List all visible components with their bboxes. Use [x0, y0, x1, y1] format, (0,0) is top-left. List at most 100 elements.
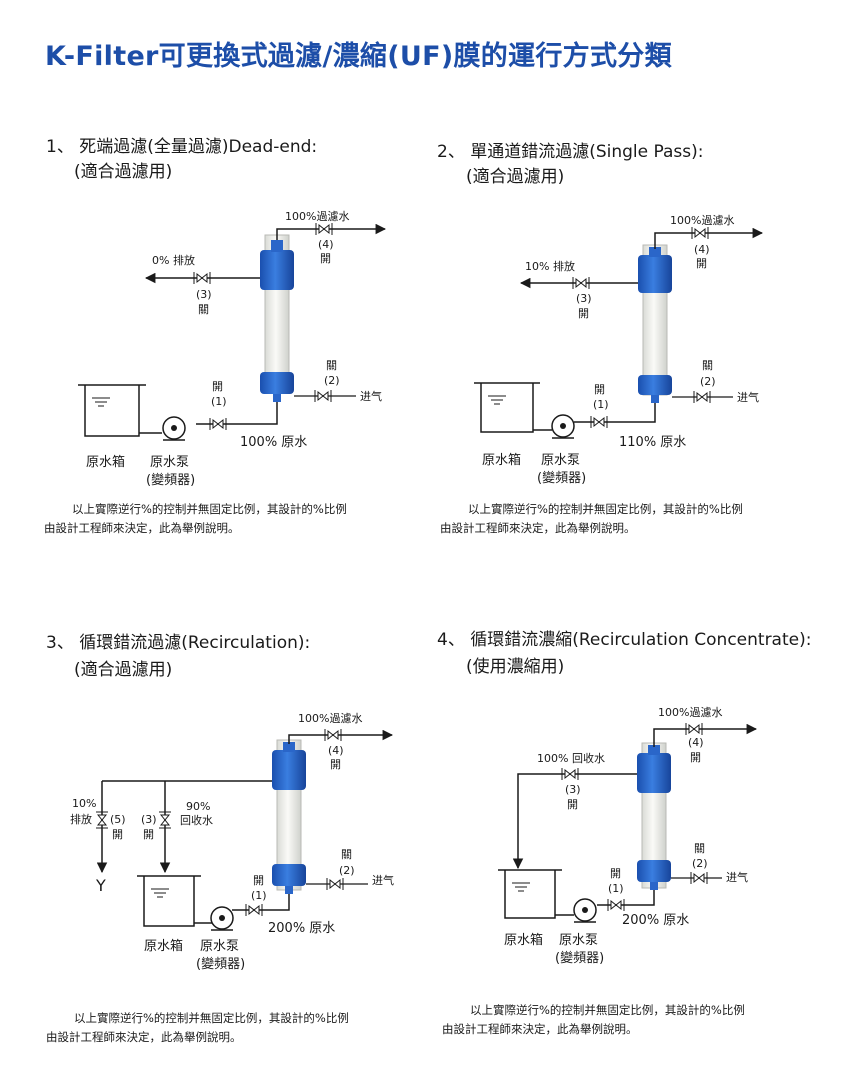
valve-3-number: (3)	[565, 783, 581, 796]
feed-label: 200% 原水	[622, 913, 689, 928]
valve-5-state: 開	[112, 828, 123, 841]
section-1-note-line2: 由設計工程師來決定，此為舉例說明。	[44, 521, 240, 535]
valve-1[interactable]	[590, 416, 608, 428]
valve-1[interactable]	[209, 418, 227, 430]
diagram-single-pass: 100%過濾水 (4) 開 10% 排放 (3) 開 關 (2) 进气 開 (1…	[474, 213, 764, 486]
filtrate-label: 100%過濾水	[670, 213, 734, 227]
tank-label: 原水箱	[504, 932, 543, 948]
pump-sublabel: (變頻器)	[146, 472, 195, 488]
pump-sublabel: (變頻器)	[196, 956, 245, 972]
uf-membrane	[637, 742, 671, 890]
valve-3[interactable]	[561, 768, 579, 780]
pump-label: 原水泵	[150, 455, 189, 470]
valve-3-number: (3)	[141, 813, 157, 826]
valve-3-number: (3)	[196, 288, 212, 301]
section-2-subheading: (適合過濾用)	[466, 167, 565, 187]
filtrate-label: 100%過濾水	[658, 705, 722, 719]
valve-5[interactable]	[96, 811, 108, 829]
filtrate-line	[288, 729, 394, 744]
valve-4[interactable]	[691, 227, 709, 239]
section-4-note-line2: 由設計工程師來決定，此為舉例說明。	[442, 1022, 638, 1036]
filtrate-line	[653, 723, 758, 747]
feed-line	[597, 890, 655, 906]
pump-sublabel: (變頻器)	[537, 470, 586, 486]
filtrate-line	[276, 223, 387, 240]
valve-4-state: 開	[696, 257, 707, 270]
drain-label: 排放	[70, 812, 92, 826]
valve-4-number: (4)	[688, 736, 704, 749]
recycle-percent: 90%	[186, 800, 210, 813]
valve-2-number: (2)	[700, 375, 716, 388]
valve-2-state: 關	[702, 359, 713, 372]
valve-3[interactable]	[572, 277, 590, 289]
air-label: 进气	[372, 873, 394, 887]
valve-2-state: 關	[326, 359, 337, 372]
drain-label: 10% 排放	[525, 259, 575, 273]
valve-1[interactable]	[245, 904, 263, 916]
drain-percent: 10%	[72, 797, 96, 810]
pump-label: 原水泵	[559, 933, 598, 948]
valve-1-state: 開	[594, 383, 605, 396]
filtrate-line	[654, 227, 764, 249]
pump-label: 原水泵	[200, 939, 239, 954]
feed-label: 100% 原水	[240, 435, 307, 450]
raw-water-tank	[137, 875, 201, 927]
uf-membrane	[638, 244, 672, 403]
diagram-dead-end: 100%過濾水 (4) 開 0% 排放 (3) 關 關 (2) 进气 開 (1)…	[78, 209, 387, 488]
valve-1-number: (1)	[608, 882, 624, 895]
section-2-note-line1: 以上實際逆行%的控制并無固定比例，其設計的%比例	[468, 502, 743, 516]
valve-2-number: (2)	[324, 374, 340, 387]
valve-3[interactable]	[159, 811, 171, 829]
valve-4-number: (4)	[694, 243, 710, 256]
feed-label: 200% 原水	[268, 921, 335, 936]
section-3-subheading: (適合過濾用)	[74, 660, 173, 680]
raw-water-tank	[474, 382, 540, 433]
valve-4[interactable]	[324, 729, 342, 741]
recycle-label: 回收水	[180, 813, 213, 827]
section-2-note-line2: 由設計工程師來決定，此為舉例說明。	[440, 521, 636, 535]
valve-1-number: (1)	[593, 398, 609, 411]
section-2-heading: 2、 單通道錯流過濾(Single Pass):	[437, 142, 704, 162]
section-1-subheading: (適合過濾用)	[74, 162, 173, 182]
pump	[573, 898, 597, 923]
valve-4-state: 開	[330, 758, 341, 771]
drain-label: 0% 排放	[152, 253, 195, 267]
valve-2-state: 關	[694, 842, 705, 855]
valve-2[interactable]	[690, 872, 708, 884]
valve-2[interactable]	[326, 878, 344, 890]
drain-symbol: Y	[95, 876, 106, 895]
valve-3[interactable]	[193, 272, 211, 284]
section-4-subheading: (使用濃縮用)	[466, 657, 565, 677]
section-1-note-line1: 以上實際逆行%的控制并無固定比例，其設計的%比例	[72, 502, 347, 516]
valve-4-state: 開	[320, 252, 331, 265]
air-label: 进气	[360, 389, 382, 403]
valve-2-state: 關	[341, 848, 352, 861]
section-4-heading: 4、 循環錯流濃縮(Recirculation Concentrate):	[437, 630, 812, 650]
valve-4[interactable]	[315, 223, 333, 235]
raw-water-tank	[78, 384, 146, 437]
recycle-label: 100% 回收水	[537, 751, 605, 765]
uf-membrane	[260, 234, 294, 402]
valve-4[interactable]	[685, 723, 703, 735]
section-3-note-line1: 以上實際逆行%的控制并無固定比例，其設計的%比例	[74, 1011, 349, 1025]
valve-4-state: 開	[690, 751, 701, 764]
air-label: 进气	[737, 390, 759, 404]
section-3-heading: 3、 循環錯流過濾(Recirculation):	[46, 633, 311, 653]
valve-1-state: 開	[253, 874, 264, 887]
pump	[210, 906, 234, 931]
valve-2[interactable]	[314, 390, 332, 402]
air-label: 进气	[726, 870, 748, 884]
filtrate-label: 100%過濾水	[298, 711, 362, 725]
pump	[162, 416, 186, 441]
tank-label: 原水箱	[86, 454, 125, 470]
valve-1-number: (1)	[211, 395, 227, 408]
valve-3-state: 開	[567, 798, 578, 811]
valve-4-number: (4)	[328, 744, 344, 757]
valve-1[interactable]	[607, 899, 625, 911]
recycle-line	[512, 773, 637, 870]
valve-2[interactable]	[693, 391, 711, 403]
valve-2-number: (2)	[692, 857, 708, 870]
pump-label: 原水泵	[541, 453, 580, 468]
page-title: K-Filter可更換式過濾/濃縮(UF)膜的運行方式分類	[45, 41, 672, 72]
